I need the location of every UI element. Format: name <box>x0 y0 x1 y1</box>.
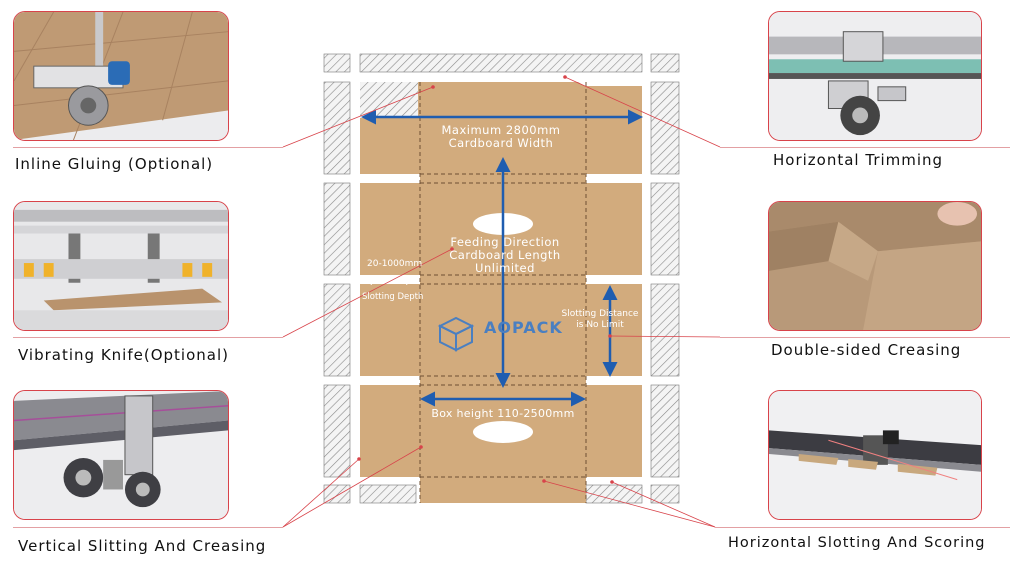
underline-vibrating-knife <box>13 337 283 338</box>
slot-depth-value: 20-1000mm <box>367 259 422 269</box>
width-label-line2: Cardboard Width <box>449 136 554 150</box>
vertical-slitting-thumbnail <box>13 390 229 520</box>
horizontal-slotting-thumbnail <box>768 390 982 520</box>
double-creasing-thumbnail <box>768 201 982 331</box>
callout-lines <box>282 76 721 528</box>
feed-label-line2: Cardboard Length <box>449 248 560 262</box>
caption-vertical-slitting: Vertical Slitting And Creasing <box>18 537 267 555</box>
hand-hole-bottom <box>473 421 533 443</box>
crease-lines <box>419 82 587 503</box>
brand-wordmark: AOPACK <box>484 318 563 337</box>
caption-vibrating-knife: Vibrating Knife(Optional) <box>18 346 229 364</box>
underline-horizontal-trimming <box>720 147 1010 148</box>
slot-distance-line1: Slotting Distance <box>562 309 639 319</box>
cardboard-panels <box>360 82 642 503</box>
box-height-label: Box height 110-2500mm <box>431 407 574 420</box>
slot-depth-label: Slotting Depth <box>362 292 423 302</box>
underline-inline-gluing <box>13 147 283 148</box>
width-label-line1: Maximum 2800mm <box>442 123 561 137</box>
underline-horizontal-slotting <box>715 527 1010 528</box>
caption-inline-gluing: Inline Gluing (Optional) <box>15 155 214 173</box>
hand-hole-top <box>473 213 533 235</box>
feed-label-line1: Feeding Direction <box>450 235 559 249</box>
caption-horizontal-slotting: Horizontal Slotting And Scoring <box>728 535 986 551</box>
hatched-frame <box>323 53 680 504</box>
box-logo-icon <box>437 316 475 352</box>
underline-double-creasing <box>720 337 1010 338</box>
inline-gluing-thumbnail <box>13 11 229 141</box>
horizontal-trimming-thumbnail <box>768 11 982 141</box>
slot-distance-line2: is No Limit <box>576 320 624 330</box>
vibrating-knife-thumbnail <box>13 201 229 331</box>
feed-label-line3: Unlimited <box>475 261 535 275</box>
caption-double-creasing: Double-sided Creasing <box>771 341 962 359</box>
underline-vertical-slitting <box>13 527 283 528</box>
caption-horizontal-trimming: Horizontal Trimming <box>773 151 944 169</box>
